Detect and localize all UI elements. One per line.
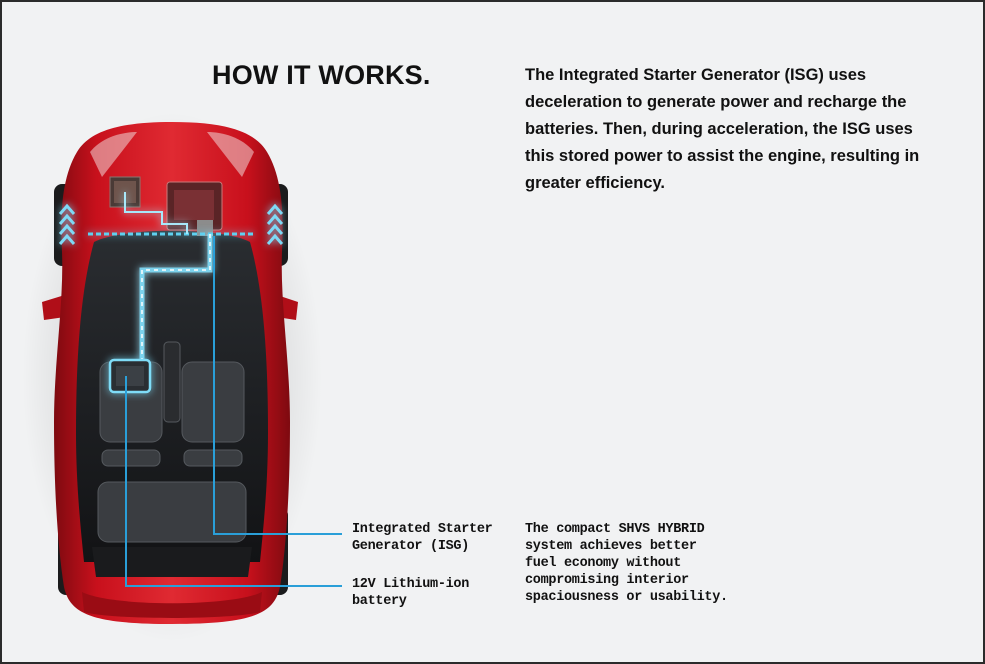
callout-leader-lines [125, 236, 342, 587]
footnote-text: The compact SHVS HYBRID system achieves … [525, 522, 728, 605]
callout-battery-label: 12V Lithium-ion battery [352, 577, 470, 609]
regeneration-arrows [58, 203, 284, 245]
energy-flow-path [88, 192, 254, 394]
page-title: HOW IT WORKS. [212, 60, 431, 90]
description-text: The Integrated Starter Generator (ISG) u… [525, 66, 920, 192]
callout-isg-label: Integrated Starter Generator (ISG) [352, 522, 493, 554]
engine-components [109, 176, 223, 236]
